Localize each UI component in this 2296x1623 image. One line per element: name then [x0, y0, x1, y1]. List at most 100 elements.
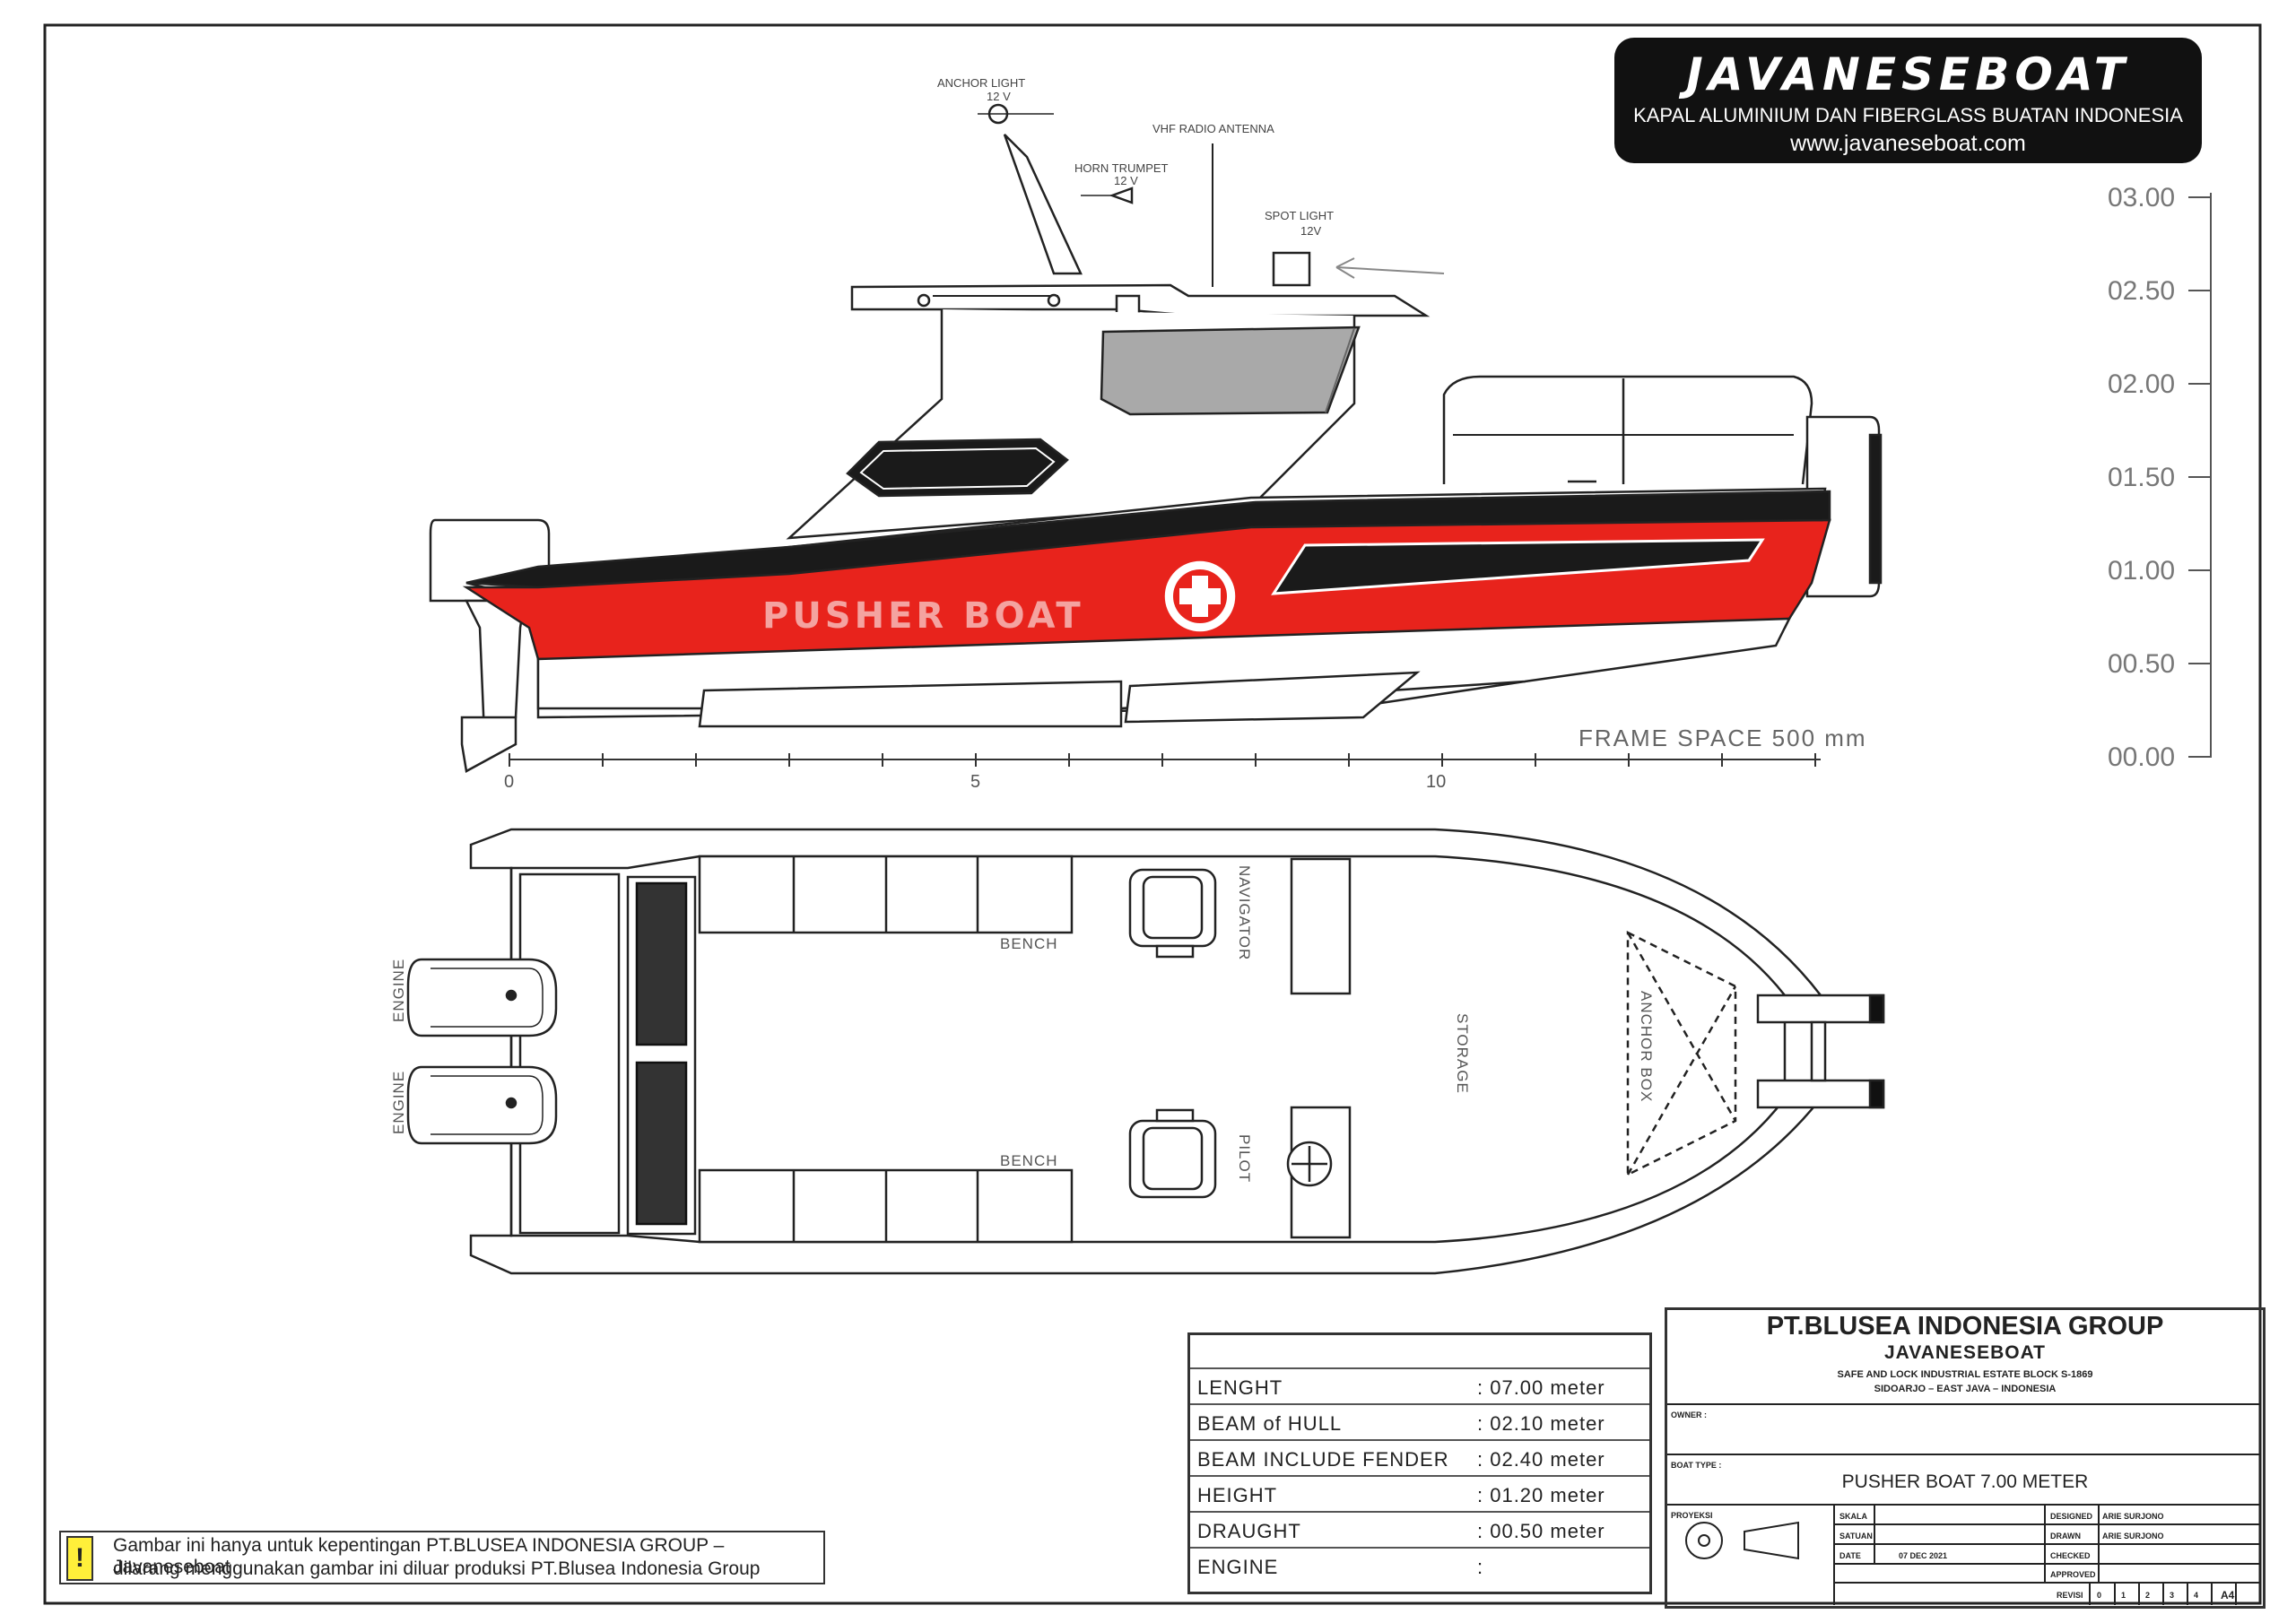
height-tick: 02.50 — [2108, 276, 2175, 306]
pilot-seat — [1128, 1108, 1217, 1199]
satuan-label: SATUAN — [1839, 1532, 1873, 1541]
checked-label: CHECKED — [2050, 1551, 2091, 1560]
top-view — [406, 828, 1885, 1275]
boat-type-value: PUSHER BOAT 7.00 METER — [1841, 1471, 2089, 1492]
revision-2: 2 — [2145, 1591, 2151, 1600]
spec-row: LENGHT : 07.00 meter — [1190, 1367, 1649, 1405]
designed-label: DESIGNED — [2050, 1512, 2093, 1521]
notice-line-2: dilarang menggunakan gambar ini diluar p… — [113, 1558, 761, 1579]
engine-2 — [406, 1065, 558, 1145]
spec-value: : 02.40 meter — [1477, 1448, 1605, 1471]
transom — [518, 872, 621, 1235]
hull-top-outline — [469, 828, 1822, 1275]
height-tick: 01.00 — [2108, 556, 2175, 586]
spec-label: ENGINE — [1197, 1556, 1279, 1578]
date-value: 07 DEC 2021 — [1899, 1551, 1948, 1560]
brand-name: JAVANESEBOAT — [1686, 48, 2130, 100]
engine-label-1: ENGINE — [390, 959, 407, 1022]
address-line-2: SIDOARJO – EAST JAVA – INDONESIA — [1874, 1384, 2057, 1394]
title-block-grid — [1667, 1403, 2260, 1605]
spec-label: LENGHT — [1197, 1376, 1283, 1399]
height-tick: 00.50 — [2108, 649, 2175, 679]
spec-label: BEAM of HULL — [1197, 1412, 1343, 1435]
brand-subtitle: KAPAL ALUMINIUM DAN FIBERGLASS BUATAN IN… — [1633, 104, 2183, 126]
navigator-console — [1290, 857, 1352, 995]
engine-label-2: ENGINE — [390, 1071, 407, 1134]
horn-volt: 12 V — [1114, 174, 1138, 187]
horn-label: HORN TRUMPET — [1074, 161, 1169, 175]
spec-row: BEAM INCLUDE FENDER : 02.40 meter — [1190, 1439, 1649, 1477]
side-window — [846, 438, 1069, 498]
keel-skid-2 — [1124, 671, 1421, 724]
proyeksi-label: PROYEKSI — [1671, 1511, 1713, 1520]
brand-url[interactable]: www.javaneseboat.com — [1790, 131, 2026, 156]
revision-3: 3 — [2170, 1591, 2175, 1600]
windshield — [1100, 325, 1361, 416]
title-brand: JAVANESEBOAT — [1883, 1342, 2047, 1363]
spot-light-volt: 12V — [1300, 224, 1321, 238]
spec-row: HEIGHT : 01.20 meter — [1190, 1475, 1649, 1513]
spec-value: : 07.00 meter — [1477, 1376, 1605, 1399]
revision-1: 1 — [2121, 1591, 2126, 1600]
projection-symbol-icon — [1685, 1522, 1723, 1559]
height-tick: 02.00 — [2108, 369, 2175, 399]
height-tick: 00.00 — [2108, 742, 2175, 772]
frame-tick-0: 0 — [504, 772, 514, 792]
spec-row: ENGINE : — [1190, 1547, 1649, 1584]
frame-scale — [509, 753, 1821, 767]
hull-window — [1271, 538, 1765, 595]
usage-notice: ! Gambar ini hanya untuk kepentingan PT.… — [59, 1531, 825, 1584]
spot-light-icon — [1272, 251, 1311, 287]
revision-4: 4 — [2194, 1591, 2199, 1600]
spec-value: : 02.10 meter — [1477, 1412, 1605, 1435]
vent-grille-top — [635, 881, 688, 1046]
propeller — [460, 716, 517, 773]
drawn-label: DRAWN — [2050, 1532, 2081, 1541]
height-scale — [2188, 193, 2212, 758]
vhf-label: VHF RADIO ANTENNA — [1152, 122, 1274, 135]
frame-tick-10: 10 — [1426, 772, 1446, 792]
bench-label-top: BENCH — [1000, 935, 1058, 952]
spec-value: : — [1477, 1556, 1484, 1578]
height-tick: 03.00 — [2108, 183, 2175, 213]
bow-pulpit-top — [1756, 994, 1885, 1024]
engine-1 — [406, 958, 558, 1037]
side-view — [429, 103, 1883, 773]
boat-type-label: BOAT TYPE : — [1671, 1461, 1722, 1470]
spec-row: BEAM of HULL : 02.10 meter — [1190, 1403, 1649, 1441]
approved-label: APPROVED — [2050, 1570, 2096, 1579]
radar-mast — [1003, 134, 1083, 275]
spec-label: HEIGHT — [1197, 1484, 1278, 1506]
revisi-label: REVISI — [2057, 1591, 2083, 1600]
anchor-light-volt: 12 V — [987, 90, 1011, 103]
bench-label-bottom: BENCH — [1000, 1152, 1058, 1169]
designed-value: ARIE SURJONO — [2102, 1512, 2164, 1521]
spot-light-label: SPOT LIGHT — [1265, 209, 1334, 222]
bow-pulpit-bottom — [1756, 1079, 1885, 1109]
anchor-box-label: ANCHOR BOX — [1638, 991, 1655, 1102]
drawn-value: ARIE SURJONO — [2102, 1532, 2164, 1541]
spec-label: BEAM INCLUDE FENDER — [1197, 1448, 1449, 1471]
spec-label: DRAUGHT — [1197, 1520, 1301, 1542]
frame-space-label: FRAME SPACE 500 mm — [1578, 725, 1867, 751]
revision-0: 0 — [2097, 1591, 2102, 1600]
horn-trumpet-icon — [1109, 187, 1134, 204]
navigator-label: NAVIGATOR — [1236, 865, 1253, 960]
date-label: DATE — [1839, 1551, 1861, 1560]
keel-skid-1 — [698, 680, 1123, 728]
vent-grille-bottom — [635, 1061, 688, 1226]
warning-icon: ! — [66, 1536, 93, 1581]
owner-label: OWNER : — [1671, 1410, 1707, 1419]
spec-table: LENGHT : 07.00 meter BEAM of HULL : 02.1… — [1187, 1332, 1652, 1594]
pilot-label: PILOT — [1236, 1134, 1253, 1183]
spec-value: : 00.50 meter — [1477, 1520, 1605, 1542]
frame-tick-5: 5 — [970, 772, 980, 792]
height-tick: 01.50 — [2108, 463, 2175, 492]
storage-label: STORAGE — [1454, 1013, 1471, 1094]
address-line-1: SAFE AND LOCK INDUSTRIAL ESTATE BLOCK S-… — [1837, 1369, 2093, 1380]
drawing-border — [43, 23, 2262, 1605]
hull-name: PUSHER BOAT — [762, 595, 1084, 637]
navigator-seat — [1128, 868, 1217, 959]
anchor-light-label: ANCHOR LIGHT — [937, 76, 1025, 90]
